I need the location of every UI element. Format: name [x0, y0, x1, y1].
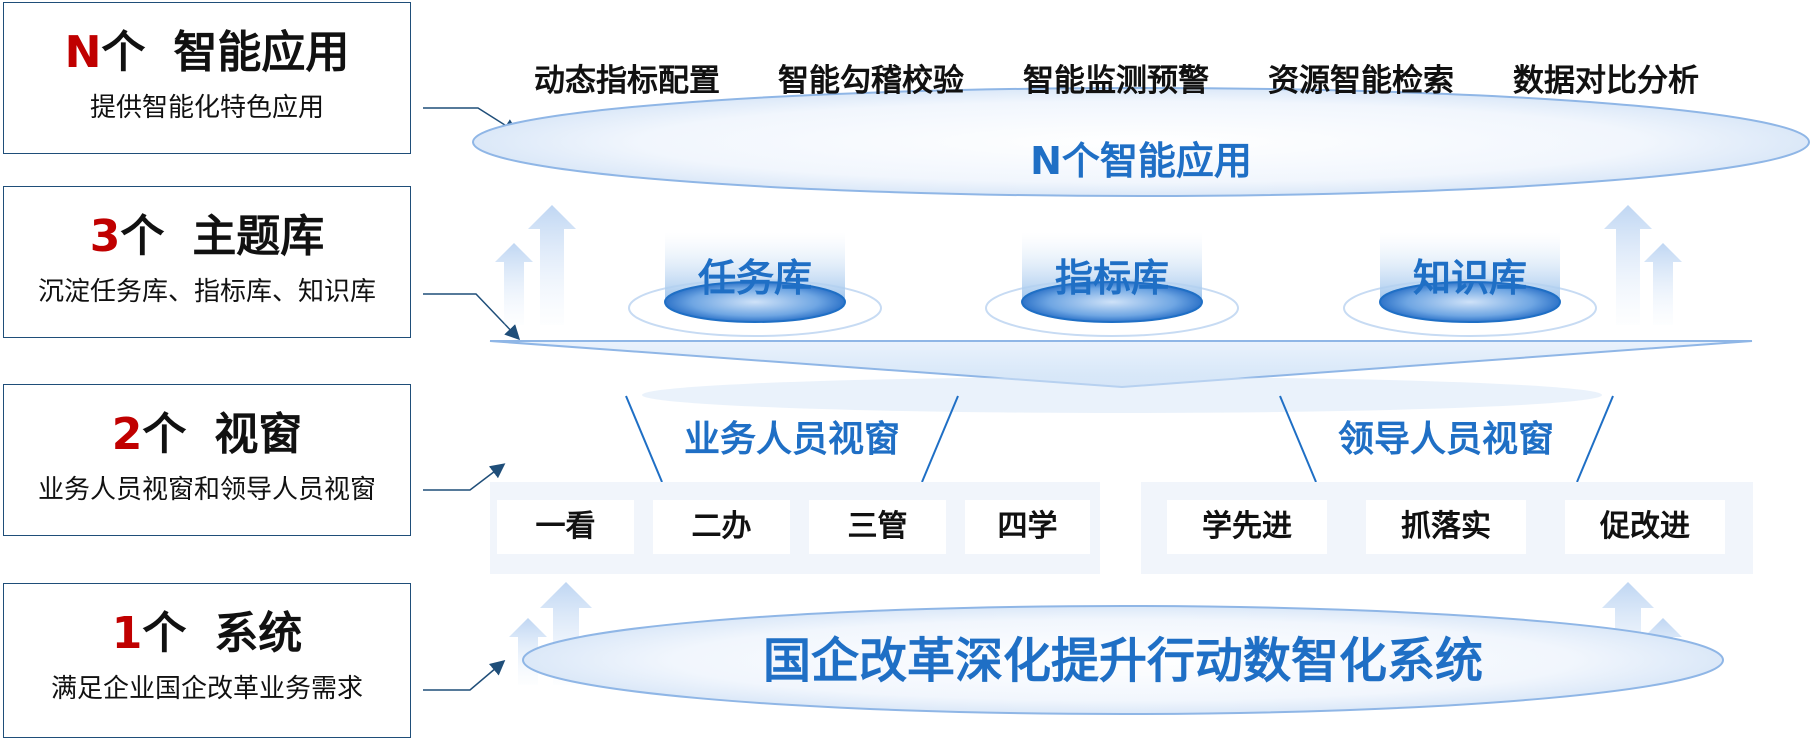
- layer-box-libraries: 3个主题库 沉淀任务库、指标库、知识库: [3, 186, 411, 338]
- layer-count: 3: [89, 211, 121, 262]
- business-window-title: 业务人员视窗: [683, 419, 900, 460]
- apps-center-label: N个智能应用: [1030, 139, 1252, 183]
- library-cylinder-knowledge: [1343, 232, 1597, 337]
- layer-desc: 满足企业国企改革业务需求: [50, 674, 363, 704]
- up-arrows-left-top: [495, 205, 576, 325]
- business-window-item: 二办: [653, 500, 790, 554]
- layer-title: 1个系统: [4, 608, 410, 660]
- library-cylinder-indicator: [985, 232, 1239, 337]
- business-window-item: 四学: [965, 500, 1090, 554]
- layer-count: N: [64, 27, 102, 78]
- layer-unit: 个: [142, 409, 187, 460]
- system-oval: [522, 605, 1724, 715]
- library-label-indicator: 指标库: [1054, 256, 1169, 300]
- connector-windows: [423, 463, 506, 491]
- library-cylinder-task: [628, 232, 882, 337]
- app-item: 智能勾稽校验: [778, 63, 964, 99]
- layer-count: 2: [111, 409, 143, 460]
- business-window-item: 一看: [497, 500, 634, 554]
- up-arrows-right-top: [1604, 205, 1682, 325]
- leader-window-bracket-left: [1279, 395, 1317, 483]
- leader-window-item: 抓落实: [1366, 500, 1526, 554]
- leader-window-item: 促改进: [1565, 500, 1725, 554]
- layer-desc: 业务人员视窗和领导人员视窗: [37, 475, 376, 505]
- business-window-panel: 一看 二办 三管 四学: [490, 482, 1100, 574]
- app-item: 资源智能检索: [1268, 63, 1454, 99]
- layer-count: 1: [111, 608, 143, 659]
- library-label-knowledge: 知识库: [1412, 256, 1527, 300]
- apps-oval: [472, 87, 1810, 197]
- library-label-task: 任务库: [697, 256, 812, 300]
- layer-box-apps: N个智能应用 提供智能化特色应用: [3, 2, 411, 154]
- leader-window-title: 领导人员视窗: [1337, 419, 1554, 460]
- library-platform-glow: [642, 377, 1602, 413]
- layer-unit: 个: [101, 27, 146, 78]
- system-label: 国企改革深化提升行动数智化系统: [762, 633, 1483, 689]
- layer-box-system: 1个系统 满足企业国企改革业务需求: [3, 583, 411, 738]
- layer-unit: 个: [120, 211, 165, 262]
- app-item: 数据对比分析: [1513, 63, 1699, 99]
- layer-title: N个智能应用: [4, 27, 410, 79]
- layer-name: 主题库: [192, 211, 325, 262]
- leader-window-panel: 学先进 抓落实 促改进: [1141, 482, 1753, 574]
- layer-title: 2个视窗: [4, 409, 410, 461]
- layer-unit: 个: [142, 608, 187, 659]
- layer-name: 系统: [214, 608, 303, 659]
- business-window-item: 三管: [809, 500, 946, 554]
- leader-window-item: 学先进: [1167, 500, 1327, 554]
- apps-row: 动态指标配置 智能勾稽校验 智能监测预警 资源智能检索 数据对比分析: [520, 55, 1750, 103]
- leader-window-bracket-right: [1576, 395, 1614, 483]
- layer-box-windows: 2个视窗 业务人员视窗和领导人员视窗: [3, 384, 411, 536]
- layer-title: 3个主题库: [4, 211, 410, 263]
- layer-name: 智能应用: [173, 27, 350, 78]
- library-platform: [489, 340, 1753, 389]
- business-window-bracket-right: [921, 395, 959, 483]
- layer-name: 视窗: [214, 409, 303, 460]
- layer-desc: 提供智能化特色应用: [89, 93, 324, 123]
- app-item: 动态指标配置: [534, 63, 720, 99]
- layer-desc: 沉淀任务库、指标库、知识库: [37, 277, 376, 307]
- connector-system: [423, 660, 506, 691]
- business-window-bracket-left: [625, 395, 663, 483]
- app-item: 智能监测预警: [1023, 63, 1209, 99]
- connector-apps: [423, 107, 519, 134]
